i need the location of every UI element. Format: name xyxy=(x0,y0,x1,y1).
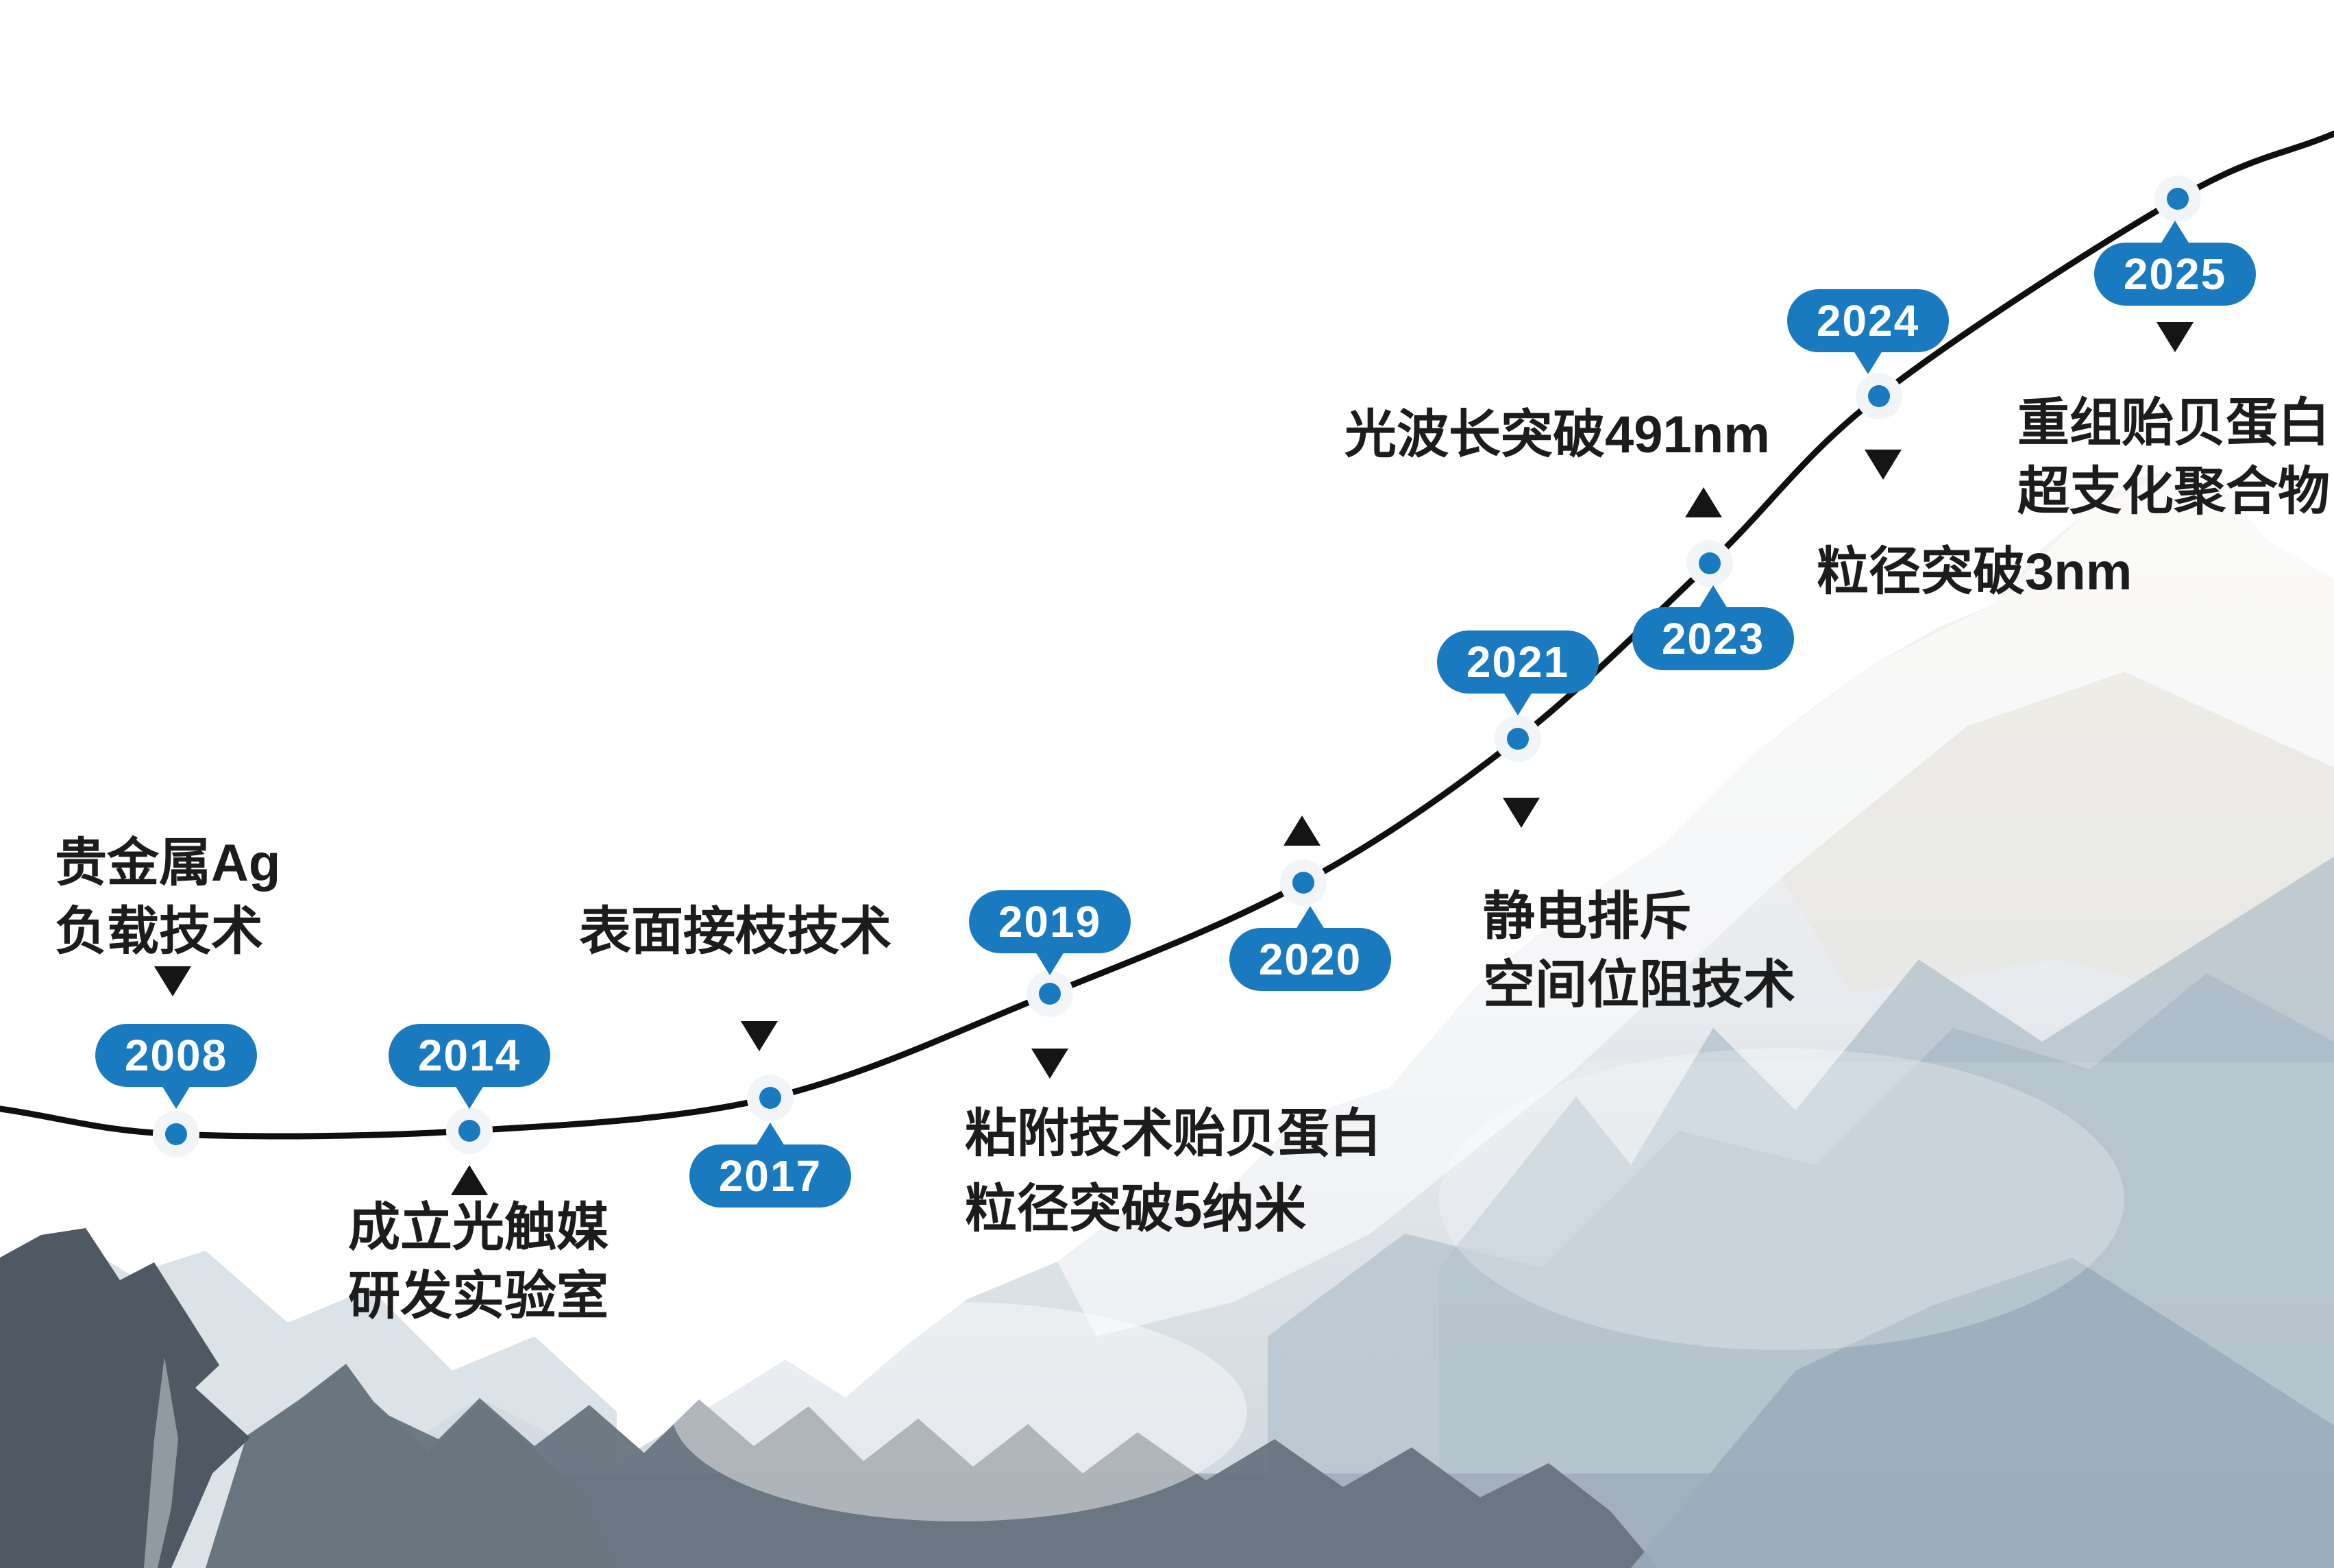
year-badge-2008: 2008 xyxy=(95,1024,257,1109)
event-description-line: 粘附技术贻贝蛋白 xyxy=(965,1105,1381,1163)
timeline-dot-2019 xyxy=(1039,983,1061,1005)
year-label: 2023 xyxy=(1661,614,1765,663)
event-description-2024: 粒径突破3nm xyxy=(1817,538,2132,607)
haze-wash xyxy=(0,1062,2334,1568)
fog-patch xyxy=(1439,1049,2124,1350)
event-description-line: 静电排斥 xyxy=(1483,887,1691,946)
year-label: 2014 xyxy=(417,1031,521,1080)
year-badge-2014: 2014 xyxy=(389,1024,550,1109)
warm-snow-tint xyxy=(1782,672,2334,1028)
front-dark-peak xyxy=(0,1228,250,1568)
timeline-dot-2014 xyxy=(458,1120,480,1142)
year-badge-2024: 2024 xyxy=(1787,289,1949,374)
event-description-line: 粒径突破5纳米 xyxy=(965,1180,1307,1238)
event-description-2014: 成立光触媒研发实验室 xyxy=(348,1194,609,1331)
event-description-line: 表面接枝技术 xyxy=(579,903,892,961)
year-label: 2020 xyxy=(1258,935,1362,984)
event-description-line: 贵金属Ag xyxy=(55,834,281,892)
event-description-2021: 静电排斥空间位阻技术 xyxy=(1483,883,1795,1020)
year-label: 2008 xyxy=(124,1031,228,1080)
timeline-curve xyxy=(0,130,2334,1140)
timeline-dot-2020 xyxy=(1292,872,1314,894)
year-label: 2024 xyxy=(1816,296,1920,345)
event-description-line: 光波长突破491nm xyxy=(1344,406,1770,464)
year-label: 2025 xyxy=(2123,249,2227,299)
event-description-line: 成立光触媒 xyxy=(348,1199,609,1257)
year-badge-2025: 2025 xyxy=(2094,221,2256,306)
tree-silhouette-band xyxy=(384,1398,1658,1568)
year-badge-2019: 2019 xyxy=(969,890,1131,975)
fog-patch xyxy=(672,1302,1247,1521)
year-badge-2017: 2017 xyxy=(689,1123,851,1208)
timeline-dot-2021 xyxy=(1507,728,1529,750)
event-description-2019: 粘附技术贻贝蛋白粒径突破5纳米 xyxy=(965,1097,1381,1247)
event-description-2017: 表面接枝技术 xyxy=(579,898,892,966)
snow-band xyxy=(1057,468,2334,1336)
year-label: 2017 xyxy=(718,1151,822,1201)
timeline-dot-2024 xyxy=(1868,385,1890,407)
year-badge-2021: 2021 xyxy=(1437,630,1599,715)
timeline-dot-2017 xyxy=(759,1087,781,1109)
event-description-line: 超支化聚合物 xyxy=(2017,463,2330,521)
year-badge-2023: 2023 xyxy=(1632,585,1794,670)
event-description-2008: 贵金属Ag 负载技术 xyxy=(55,829,280,966)
timeline-dot-2025 xyxy=(2167,188,2189,210)
event-description-line: 研发实验室 xyxy=(348,1267,609,1325)
event-description-line: 粒径突破3nm xyxy=(1817,543,2133,601)
year-badge-2020: 2020 xyxy=(1229,906,1391,991)
timeline-dot-2023 xyxy=(1699,552,1721,574)
event-description-line: 负载技术 xyxy=(55,903,263,961)
timeline-dot-2008 xyxy=(165,1123,187,1145)
event-description-2025: 重组贻贝蛋白超支化聚合物 xyxy=(2017,389,2330,526)
snow-streak xyxy=(144,1357,178,1568)
front-right-ridge xyxy=(1631,1258,2334,1568)
year-label: 2021 xyxy=(1466,637,1570,687)
year-label: 2019 xyxy=(998,897,1102,946)
secondary-dark-ridge xyxy=(206,1364,617,1568)
event-description-line: 空间位阻技术 xyxy=(1483,956,1795,1014)
event-description-line: 重组贻贝蛋白 xyxy=(2017,394,2330,452)
event-description-2023: 光波长突破491nm xyxy=(1344,401,1770,469)
